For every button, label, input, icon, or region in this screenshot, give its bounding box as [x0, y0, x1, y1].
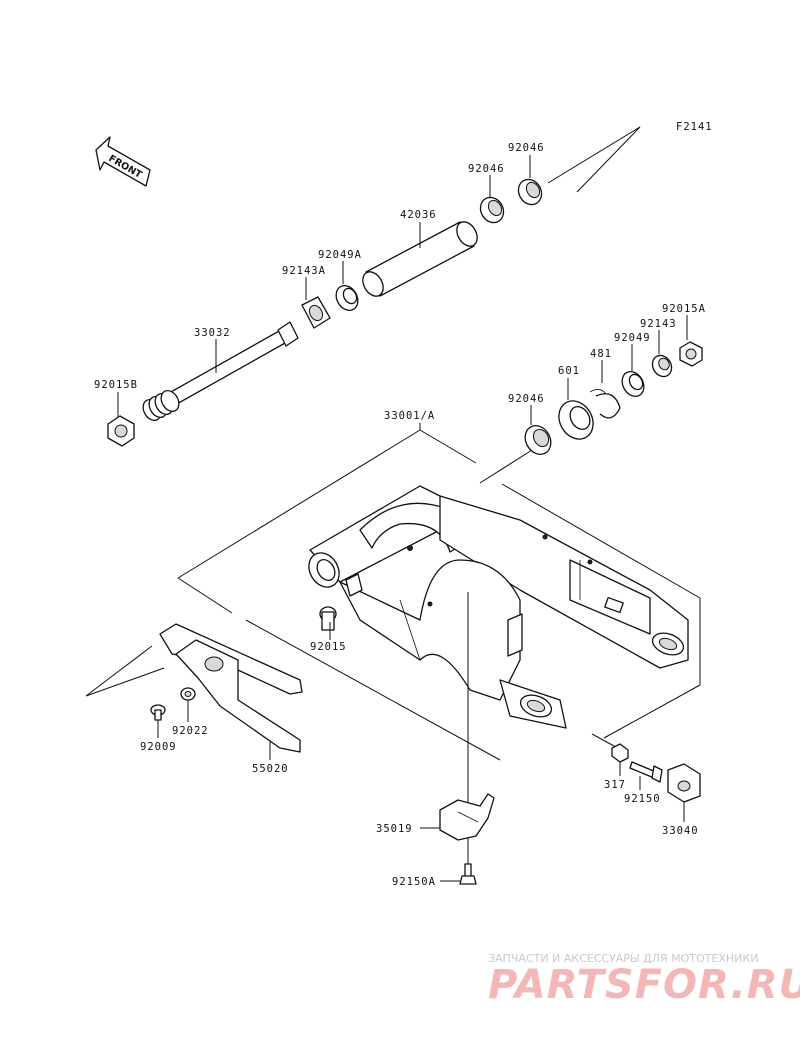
bolt-92150: 92150 [624, 761, 663, 805]
adjuster-33040: 33040 [662, 763, 701, 837]
right-axis-lines [479, 449, 533, 484]
watermark: ЗАПЧАСТИ И АКСЕССУАРЫ ДЛЯ МОТОТЕХНИКИ PA… [488, 952, 800, 1008]
upper-axis-lines [547, 126, 641, 193]
bearing-92046-top: 92046 [508, 142, 545, 206]
swingarm-33001 [308, 485, 689, 729]
label-92046-low: 92046 [508, 393, 545, 405]
label-481: 481 [590, 348, 612, 360]
label-42036: 42036 [400, 209, 437, 221]
figure-code: F2141 [676, 121, 713, 133]
guard-35019: 35019 [376, 793, 495, 841]
washer-92022: 92022 [172, 687, 209, 737]
collar-92143: 92143 [640, 318, 677, 378]
label-35019: 35019 [376, 823, 413, 835]
label-33040: 33040 [662, 825, 699, 837]
label-92143a: 92143A [282, 265, 326, 277]
label-317: 317 [604, 779, 626, 791]
sleeve-42036: 42036 [362, 209, 478, 297]
label-33001a: 33001/A [384, 410, 435, 422]
label-601: 601 [558, 365, 580, 377]
label-33032: 33032 [194, 327, 231, 339]
label-92009: 92009 [140, 741, 177, 753]
circlip-481: 481 [589, 348, 621, 419]
chain-guide-55020: 55020 [85, 623, 303, 775]
label-92049a: 92049A [318, 249, 362, 261]
bearing-92046-low: 92046 [508, 393, 552, 455]
bearing-601: 601 [558, 365, 594, 440]
label-92150a: 92150A [392, 876, 436, 888]
label-92015a: 92015A [662, 303, 706, 315]
label-92015b: 92015B [94, 379, 138, 391]
label-92015: 92015 [310, 641, 347, 653]
front-arrow-icon: FRONT [95, 136, 151, 187]
shaft-33032: 33032 [142, 321, 299, 421]
nut-92015a: 92015A [662, 303, 706, 367]
collar-92143a: 92143A [282, 265, 331, 329]
bolt-92015: 92015 [310, 606, 347, 653]
label-92022: 92022 [172, 725, 209, 737]
bolt-92150a: 92150A [392, 863, 477, 888]
label-92143: 92143 [640, 318, 677, 330]
swingarm-frame-lines: 33001/A [177, 410, 701, 761]
nut-92015b: 92015B [94, 379, 138, 447]
label-55020: 55020 [252, 763, 289, 775]
watermark-tagline: ЗАПЧАСТИ И АКСЕССУАРЫ ДЛЯ МОТОТЕХНИКИ [488, 952, 758, 965]
label-92046-mid: 92046 [468, 163, 505, 175]
seal-92049: 92049 [614, 332, 651, 397]
seal-92049a: 92049A [318, 249, 362, 311]
label-92150: 92150 [624, 793, 661, 805]
bearing-92046-mid: 92046 [468, 163, 505, 224]
label-92046-top: 92046 [508, 142, 545, 154]
watermark-brand: PARTSFOR.RU [488, 962, 800, 1008]
nut-317: 317 [591, 733, 629, 791]
screw-92009: 92009 [140, 704, 177, 753]
label-92049: 92049 [614, 332, 651, 344]
